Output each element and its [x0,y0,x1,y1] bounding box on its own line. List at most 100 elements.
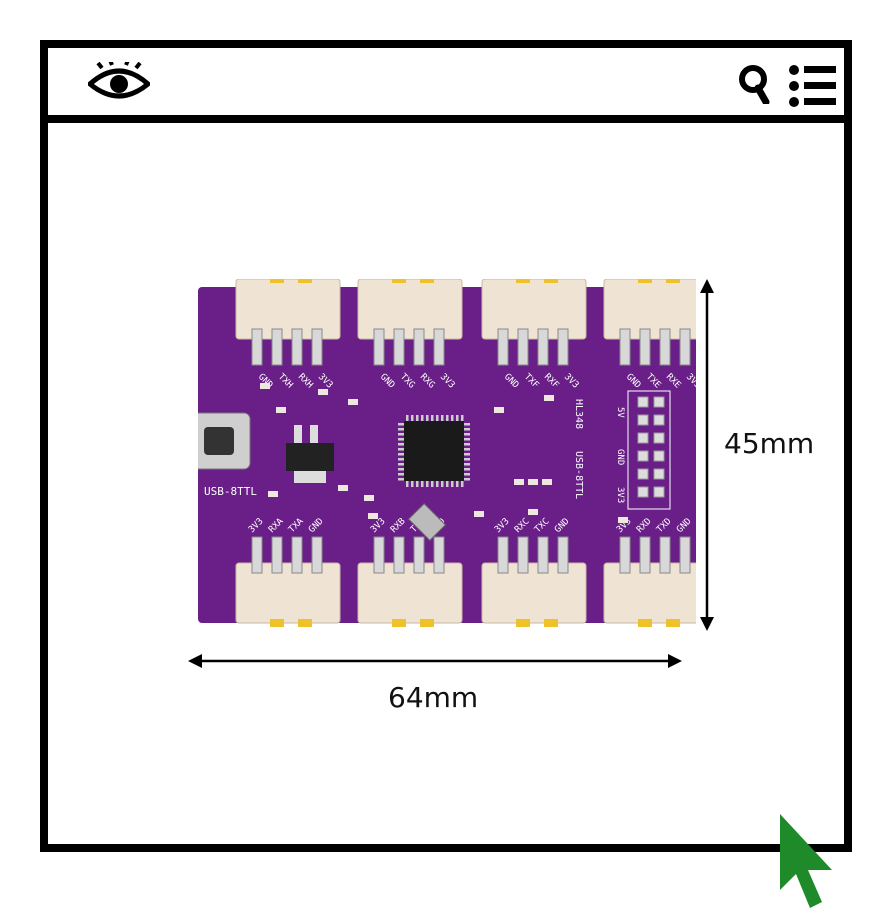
eye-icon[interactable] [88,62,150,102]
chip-pin [464,478,470,481]
chip-pin [406,481,409,487]
connector-latch [420,619,434,627]
smd-component [544,395,554,401]
bottom-connector [235,562,341,624]
chip-pin [436,481,439,487]
header-pin [637,468,649,480]
chip-pin [398,438,404,441]
header-pin [637,396,649,408]
connector-pin [251,536,263,574]
voltage-regulator [286,443,334,471]
smd-component [528,479,538,485]
chip-pin [436,415,439,421]
connector-pin [433,536,445,574]
connector-pin [413,536,425,574]
bottom-connector [357,562,463,624]
smd-component [318,389,328,395]
connector-latch [638,279,652,283]
list-menu-icon[interactable] [788,64,838,108]
header-pin [653,432,665,444]
connector-pin [557,328,569,366]
chip-pin [464,458,470,461]
chip-pin [398,468,404,471]
connector-pin [639,328,651,366]
chip-pin [416,481,419,487]
chip-pin [464,423,470,426]
connector-latch [638,619,652,627]
chip-pin [411,415,414,421]
chip-pin [398,428,404,431]
smd-component [494,407,504,413]
connector-pin [659,328,671,366]
chip-label: HL348 [573,399,584,429]
chip-pin [446,415,449,421]
connector-latch [392,619,406,627]
header-label: 3V3 [615,487,625,503]
smd-component [276,407,286,413]
chip-pin [464,473,470,476]
chip-pin [461,415,464,421]
chip-pin [464,438,470,441]
smd-component [474,511,484,517]
header-pin [637,414,649,426]
board-label-rotated: USB-8TTL [573,451,584,499]
chip-pin [421,415,424,421]
chip-pin [398,443,404,446]
height-dimension-label: 45mm [724,427,815,460]
window-toolbar [48,48,844,123]
connector-pin [619,536,631,574]
chip-pin [446,481,449,487]
connector-pin [497,328,509,366]
header-pin [653,450,665,462]
chip-pin [398,458,404,461]
smd-component [364,495,374,501]
header-pin [637,450,649,462]
top-connector [481,279,587,340]
top-connector [357,279,463,340]
chip-pin [451,415,454,421]
chip-pin [398,473,404,476]
usb-c-opening [204,427,234,455]
connector-pin [251,328,263,366]
chip-pin [441,481,444,487]
header-pin [637,432,649,444]
connector-pin [517,536,529,574]
chip-pin [464,433,470,436]
top-connector [603,279,696,340]
chip-pin [421,481,424,487]
smd-component [514,479,524,485]
smd-component [268,491,278,497]
chip-pin [441,415,444,421]
connector-latch [420,279,434,283]
board-label: USB-8TTL [204,485,257,498]
connector-pin [413,328,425,366]
chip-pin [461,481,464,487]
connector-latch [516,279,530,283]
connector-pin [537,328,549,366]
chip-pin [464,453,470,456]
smd-component [260,383,270,389]
bottom-connector [481,562,587,624]
chip-pin [456,415,459,421]
connector-latch [298,619,312,627]
chip-pin [464,443,470,446]
chip-pin [406,415,409,421]
connector-latch [298,279,312,283]
height-dimension-arrow [700,279,714,631]
chip-pin [451,481,454,487]
crystal [407,502,447,542]
connector-pin [311,536,323,574]
chip-pin [464,448,470,451]
chip-pin [398,463,404,466]
regulator-pin [294,425,302,443]
connector-pin [311,328,323,366]
search-icon[interactable] [738,64,772,104]
chip-pin [426,415,429,421]
smd-component [542,479,552,485]
connector-latch [516,619,530,627]
header-pin [637,486,649,498]
connector-pin [639,536,651,574]
connector-pin [393,536,405,574]
header-pin [653,486,665,498]
